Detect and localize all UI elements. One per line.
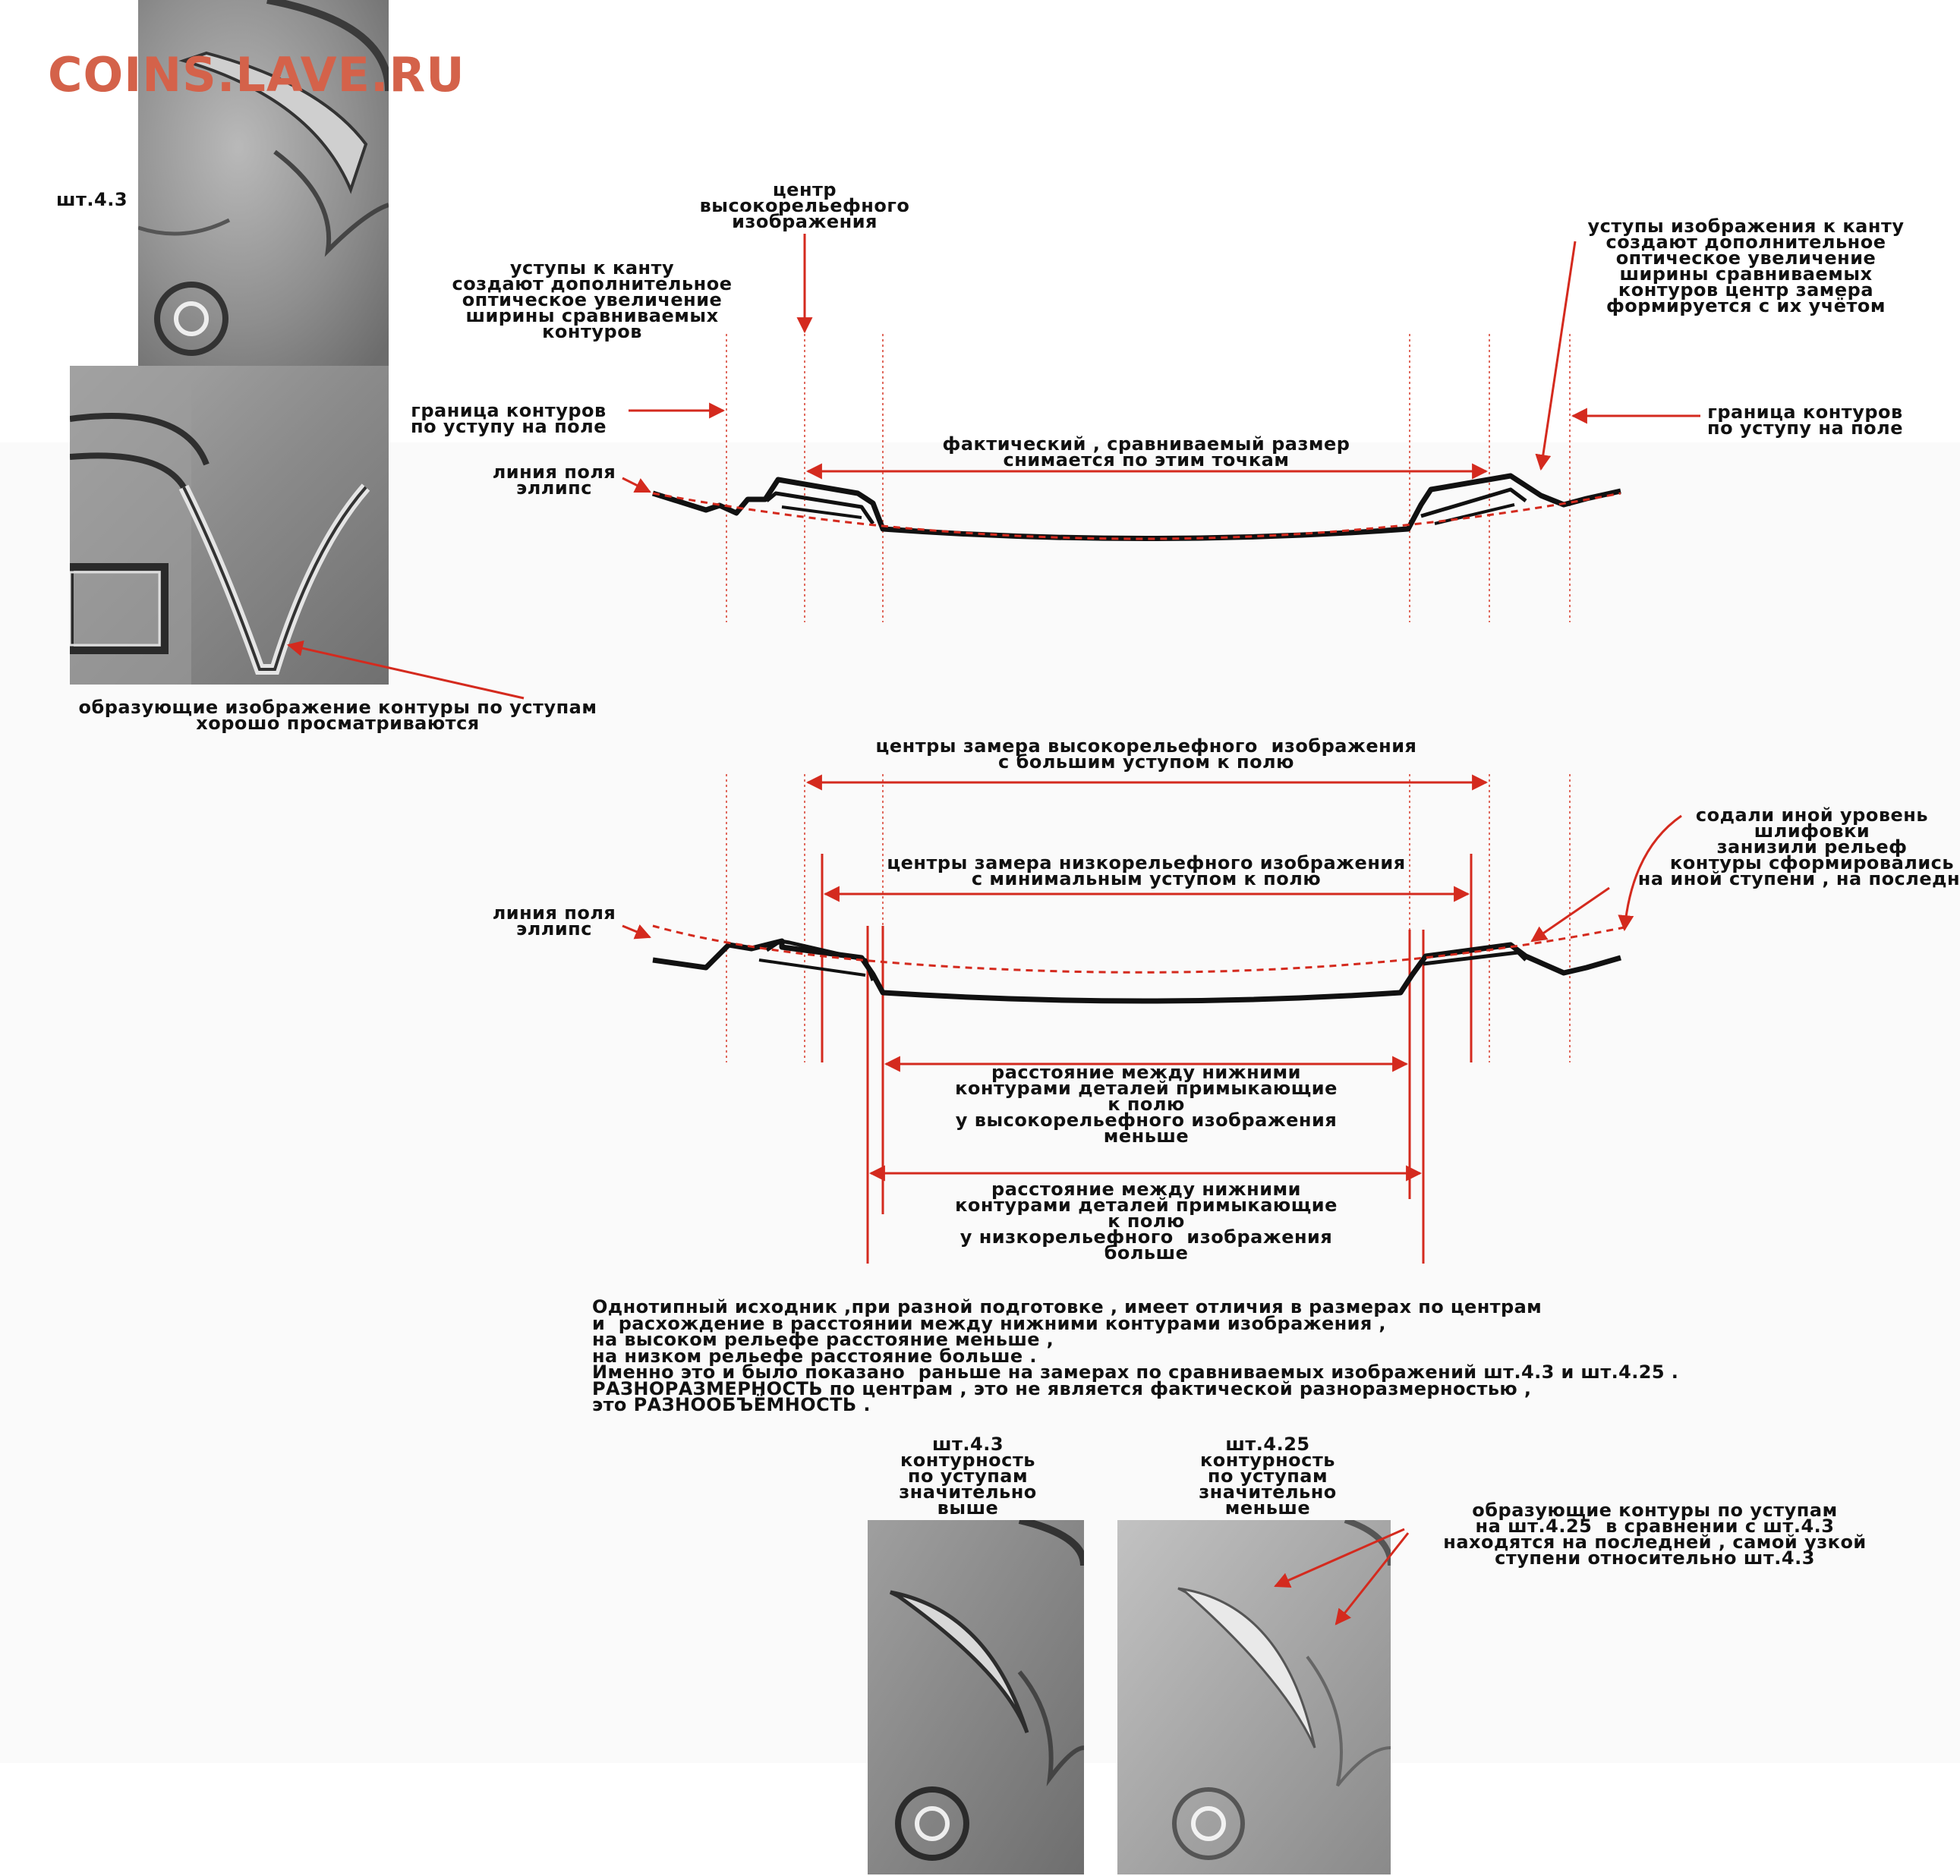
arrows-2 — [622, 774, 1682, 1182]
conclusion-line: и расхождение в расстоянии между нижними… — [592, 1312, 1386, 1334]
conclusion-line: это РАЗНООБЪЁМНОСТЬ . — [592, 1394, 871, 1415]
label-43-contour: шт.4.3 контурность по уступам значительн… — [899, 1434, 1037, 1519]
conclusion-line: на низком рельефе расстояние больше . — [592, 1345, 1037, 1367]
photo-label-left: шт.4.3 — [56, 189, 128, 210]
label-border-right: граница контуров по уступу на поле — [1707, 401, 1903, 439]
coin-photo-43 — [868, 1520, 1084, 1874]
coin-photo-top-left — [138, 0, 389, 368]
conclusion-line: Однотипный исходник ,при разной подготов… — [592, 1296, 1542, 1317]
arrows-3 — [1274, 1528, 1410, 1626]
coin-profile-1 — [651, 473, 1621, 541]
arrows-1 — [286, 234, 1700, 700]
watermark: COINS.LAVE.RU — [48, 47, 465, 102]
comparison-note: образующие контуры по уступам на шт.4.25… — [1443, 1500, 1867, 1569]
label-field-line-2: линия поля эллипс — [492, 902, 616, 940]
label-high-centers: центры замера высокорельефного изображен… — [875, 735, 1417, 773]
conclusion-line: Именно это и было показано раньше на зам… — [592, 1361, 1679, 1383]
guide-lines-1 — [726, 334, 1571, 622]
label-border-left: граница контуров по уступу на поле — [411, 400, 607, 437]
field-ellipse-line-2 — [652, 924, 1625, 974]
coin-photo-mid-left — [70, 366, 389, 685]
label-425-contour: шт.4.25 контурность по уступам значитель… — [1199, 1434, 1337, 1519]
label-center: центр высокорельефного изображения — [699, 179, 910, 232]
label-distance-low: расстояние между нижними контурами детал… — [955, 1179, 1338, 1264]
label-steps-left: уступы к канту создают дополнительное оп… — [452, 257, 733, 342]
label-field-line-1: линия поля эллипс — [492, 461, 616, 499]
label-steps-right: уступы изображения к канту создают допол… — [1587, 216, 1905, 316]
conclusion-line: РАЗНОРАЗМЕРНОСТЬ по центрам , это не явл… — [592, 1377, 1532, 1399]
field-ellipse-line-1 — [652, 492, 1621, 540]
label-distance-high: расстояние между нижними контурами детал… — [955, 1062, 1338, 1147]
conclusion-text: Однотипный исходник ,при разной подготов… — [592, 1296, 1679, 1415]
coin-profile-2 — [652, 938, 1621, 1004]
conclusion-line: на высоком рельефе расстояние меньше , — [592, 1329, 1054, 1350]
label-low-centers: центры замера низкорельефного изображени… — [887, 852, 1406, 889]
guide-lines-2 — [726, 774, 1571, 1062]
label-actual-size: фактический , сравниваемый размер снимае… — [942, 433, 1350, 471]
photo-caption-left: образующие изображение контуры по уступа… — [78, 697, 597, 734]
label-other-grind: содали иной уровень шлифовки занизили ре… — [1637, 804, 1960, 889]
